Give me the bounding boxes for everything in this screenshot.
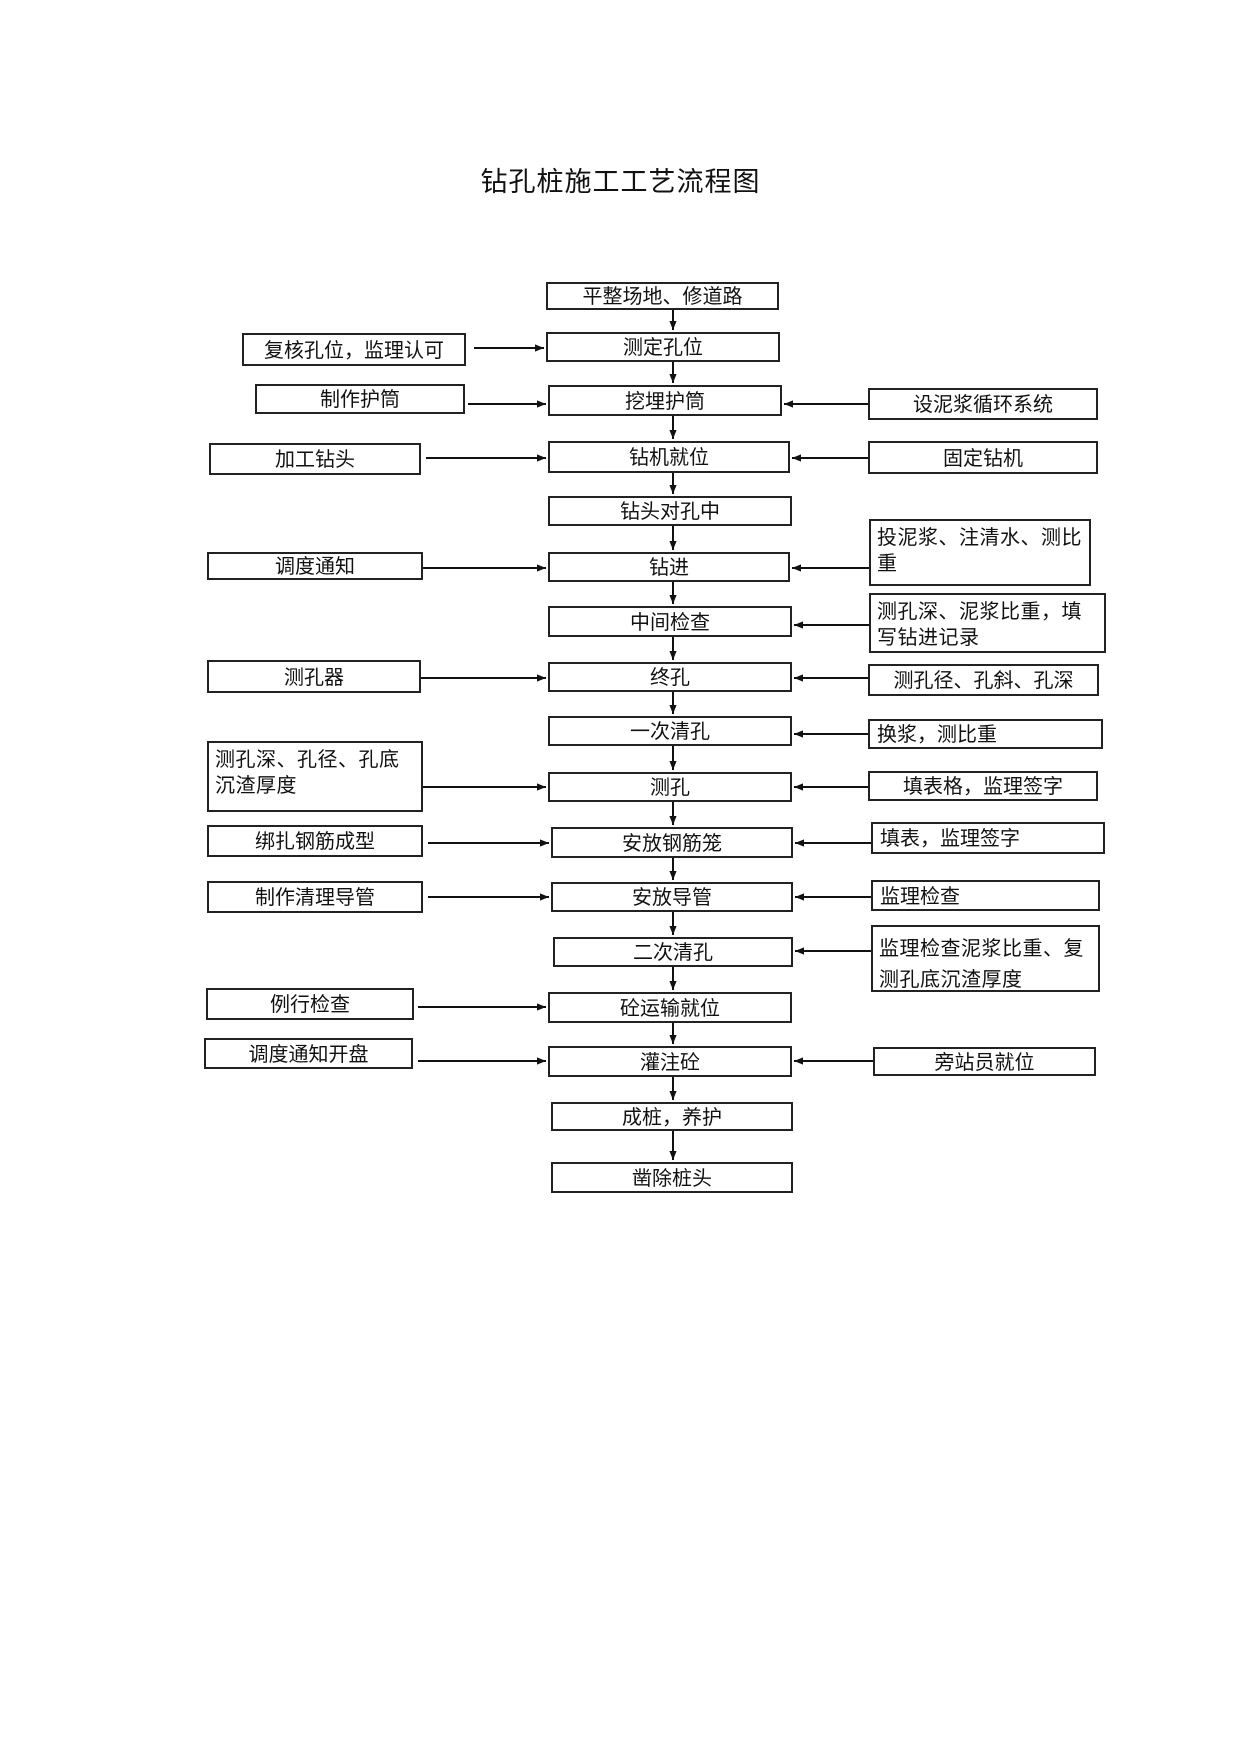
right-input-box: 旁站员就位 (873, 1047, 1096, 1076)
right-input-box: 设泥浆循环系统 (868, 388, 1098, 420)
right-input-box: 监理检查泥浆比重、复测孔底沉渣厚度 (871, 925, 1100, 992)
left-input-box: 调度通知 (207, 552, 423, 580)
right-input-box: 监理检查 (871, 880, 1100, 911)
step-box: 灌注砼 (548, 1046, 792, 1077)
step-box: 凿除桩头 (551, 1162, 793, 1193)
left-input-box: 绑扎钢筋成型 (207, 825, 423, 857)
step-box: 测孔 (548, 772, 792, 802)
step-box: 终孔 (548, 662, 792, 692)
left-input-box: 测孔器 (207, 660, 421, 693)
step-box: 钻头对孔中 (548, 496, 792, 526)
right-input-box: 填表，监理签字 (871, 822, 1105, 854)
left-input-box: 制作护筒 (255, 384, 465, 414)
left-input-box: 调度通知开盘 (204, 1038, 413, 1069)
step-box: 砼运输就位 (548, 992, 792, 1023)
right-input-box: 填表格，监理签字 (868, 771, 1098, 801)
step-box: 二次清孔 (553, 937, 793, 967)
step-box: 测定孔位 (546, 332, 780, 362)
left-input-box: 例行检查 (206, 988, 414, 1020)
left-input-box: 测孔深、孔径、孔底沉渣厚度 (207, 741, 423, 812)
step-box: 钻机就位 (548, 441, 790, 473)
page-title: 钻孔桩施工工艺流程图 (480, 167, 761, 198)
right-input-box: 换浆，测比重 (868, 719, 1103, 749)
left-input-box: 制作清理导管 (207, 881, 423, 913)
right-input-box: 测孔深、泥浆比重，填写钻进记录 (869, 593, 1106, 653)
left-input-box: 加工钻头 (209, 443, 421, 475)
step-box: 平整场地、修道路 (546, 282, 779, 310)
right-input-box: 测孔径、孔斜、孔深 (868, 664, 1099, 696)
right-input-box: 固定钻机 (868, 441, 1098, 474)
step-box: 钻进 (548, 552, 790, 582)
step-box: 挖埋护筒 (548, 385, 782, 416)
step-box: 中间检查 (548, 606, 792, 637)
right-input-box: 投泥浆、注清水、测比重 (869, 519, 1091, 586)
step-box: 一次清孔 (548, 716, 792, 746)
step-box: 安放钢筋笼 (551, 827, 793, 858)
left-input-box: 复核孔位，监理认可 (242, 333, 466, 366)
step-box: 成桩，养护 (551, 1102, 793, 1131)
step-box: 安放导管 (551, 882, 793, 912)
